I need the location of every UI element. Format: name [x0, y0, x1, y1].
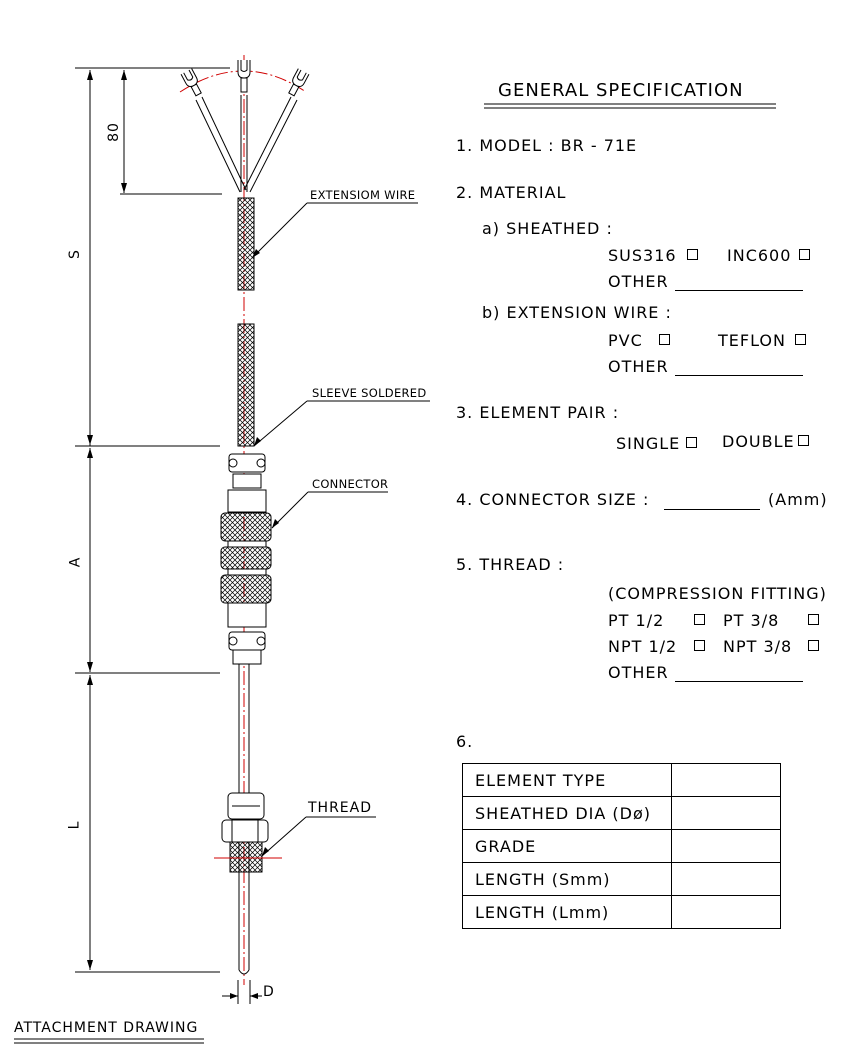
table-row: LENGTH (Smm) [462, 862, 781, 896]
option-npt12: NPT 1/2 [608, 637, 678, 656]
option-npt38: NPT 3/8 [723, 637, 793, 656]
attachment-drawing-title: ATTACHMENT DRAWING [14, 1020, 199, 1036]
compression-fitting [221, 792, 269, 873]
table-value-cell[interactable] [671, 895, 781, 929]
thread-compression: (COMPRESSION FITTING) [608, 584, 827, 603]
leader-lines [251, 202, 430, 857]
checkbox-npt38[interactable] [808, 640, 819, 651]
spec-table: ELEMENT TYPE SHEATHED DIA (Dø) GRADE LEN… [462, 763, 781, 929]
connector-size-unit: (Amm) [768, 490, 828, 509]
dim-a: A [67, 556, 84, 568]
dim-d: D [263, 984, 275, 1000]
checkbox-pvc[interactable] [659, 334, 670, 345]
option-pt38: PT 3/8 [723, 611, 780, 630]
table-key: GRADE [462, 829, 672, 863]
checkbox-single[interactable] [686, 437, 697, 448]
blank-other-thread[interactable] [675, 681, 803, 682]
braid-upper [237, 197, 255, 291]
table-key: LENGTH (Lmm) [462, 895, 672, 929]
table-key: SHEATHED DIA (Dø) [462, 796, 672, 830]
connector [220, 512, 272, 665]
dim-l: L [66, 820, 83, 830]
table-value-cell[interactable] [671, 829, 781, 863]
table-value-cell[interactable] [671, 796, 781, 830]
table-key: ELEMENT TYPE [462, 763, 672, 797]
option-other-thread: OTHER [608, 663, 669, 682]
table-value-cell[interactable] [671, 763, 781, 797]
option-other-wire: OTHER [608, 357, 669, 376]
blank-connector-size[interactable] [664, 509, 760, 510]
dim-80: 80 [105, 122, 122, 142]
table-key: LENGTH (Smm) [462, 862, 672, 896]
blank-other-sheathed[interactable] [675, 290, 803, 291]
option-double: DOUBLE [722, 432, 795, 451]
checkbox-teflon[interactable] [795, 334, 806, 345]
label-extension-wire: EXTENSIOM WIRE [310, 188, 416, 202]
option-sus316: SUS316 [608, 246, 677, 265]
terminal-lugs [180, 60, 310, 97]
table-row: LENGTH (Lmm) [462, 895, 781, 929]
checkbox-double[interactable] [798, 435, 809, 446]
option-other-sheathed: OTHER [608, 272, 669, 291]
dim-s: S [66, 249, 83, 259]
option-inc600: INC600 [727, 246, 792, 265]
spec-connector-size: 4. CONNECTOR SIZE : [456, 490, 650, 509]
table-value-cell[interactable] [671, 862, 781, 896]
table-row: SHEATHED DIA (Dø) [462, 796, 781, 830]
spec-model: 1. MODEL : BR - 71E [456, 136, 638, 155]
spec-sheathed: a) SHEATHED : [482, 219, 613, 238]
spec-thread: 5. THREAD : [456, 555, 565, 574]
spec-element-pair: 3. ELEMENT PAIR : [456, 403, 620, 422]
checkbox-pt12[interactable] [694, 614, 705, 625]
spec-extension-wire: b) EXTENSION WIRE : [482, 303, 672, 322]
checkbox-inc600[interactable] [799, 249, 810, 260]
table-row: GRADE [462, 829, 781, 863]
checkbox-npt12[interactable] [694, 640, 705, 651]
leader-arrows [252, 249, 279, 856]
spec-material: 2. MATERIAL [456, 183, 567, 202]
braid-lower [237, 323, 255, 447]
label-thread: THREAD [308, 800, 373, 816]
option-pvc: PVC [608, 331, 643, 350]
dimension-arrows [87, 70, 258, 999]
blank-other-wire[interactable] [675, 375, 803, 376]
option-single: SINGLE [616, 434, 681, 453]
option-pt12: PT 1/2 [608, 611, 665, 630]
lead-wires [195, 95, 298, 193]
label-connector: CONNECTOR [312, 477, 389, 491]
page-title: GENERAL SPECIFICATION [498, 80, 744, 101]
option-teflon: TEFLON [718, 331, 786, 350]
spec-six: 6. [456, 732, 474, 751]
sleeve [227, 453, 267, 513]
checkbox-sus316[interactable] [687, 249, 698, 260]
checkbox-pt38[interactable] [808, 614, 819, 625]
table-row: ELEMENT TYPE [462, 763, 781, 797]
label-sleeve-soldered: SLEEVE SOLDERED [312, 386, 427, 400]
